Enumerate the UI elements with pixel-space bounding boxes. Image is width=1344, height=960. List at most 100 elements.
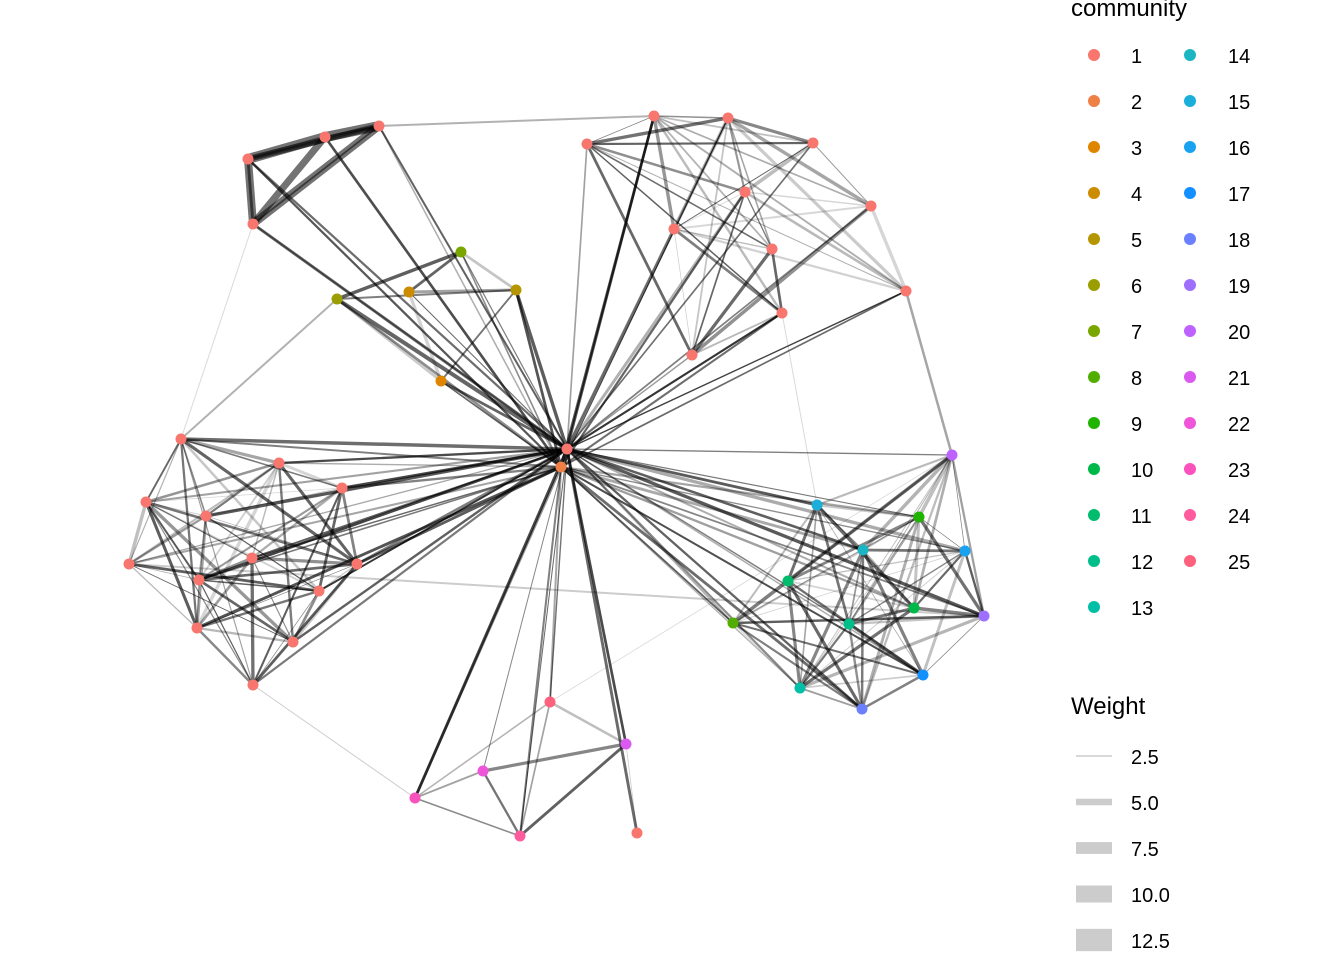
edge (731, 453, 954, 625)
weight-key (1076, 928, 1112, 952)
node-community-8 (727, 617, 739, 629)
edge (653, 115, 907, 292)
edge (323, 135, 563, 469)
weight-legend-title: Weight (1071, 693, 1146, 720)
edge (869, 204, 908, 293)
edge (378, 115, 655, 127)
edge (407, 290, 443, 383)
edge (378, 125, 562, 468)
edge (726, 116, 873, 208)
edge (251, 447, 569, 687)
edge (862, 516, 920, 551)
legend-label: 11 (1131, 506, 1152, 528)
edge (144, 500, 199, 630)
legend-label: 9 (1131, 414, 1142, 436)
edge (559, 465, 925, 677)
edge (799, 550, 966, 689)
edge (731, 621, 864, 711)
community-legend-title: community (1071, 0, 1187, 22)
edge (847, 515, 921, 626)
edge (413, 447, 569, 800)
edge (565, 311, 784, 451)
edge (414, 797, 521, 837)
edge (291, 447, 569, 644)
edge (335, 297, 563, 469)
edge (812, 142, 872, 207)
edge (414, 770, 484, 799)
edge (691, 117, 729, 356)
edge (731, 503, 819, 625)
node-community-20 (946, 449, 958, 461)
edge (250, 556, 255, 687)
edge (549, 454, 953, 703)
legend-key-dot (1088, 325, 1100, 337)
legend-key-dot (1184, 141, 1196, 153)
edge (566, 448, 850, 625)
edge (653, 115, 773, 250)
edge (653, 115, 729, 119)
legend-key-dot (1088, 509, 1100, 521)
node-community-25 (544, 696, 556, 708)
edge (848, 550, 966, 625)
node-community-23 (409, 792, 421, 804)
node-community-10 (908, 602, 920, 614)
edge (559, 190, 747, 469)
node-community-1 (686, 349, 698, 361)
edge (549, 448, 568, 703)
edge (205, 515, 358, 565)
edge (440, 380, 562, 468)
edge (799, 516, 920, 689)
weight-legend: Weight 2.55.07.510.012.5 (1071, 693, 1170, 953)
edge (277, 447, 569, 465)
edge (565, 447, 865, 552)
edge (672, 227, 784, 315)
edge (732, 550, 966, 624)
edge (251, 557, 294, 643)
legend-label: 15 (1228, 92, 1250, 114)
node-community-1 (739, 186, 751, 198)
edge (198, 515, 207, 581)
weight-label: 2.5 (1131, 747, 1159, 769)
weight-key (1076, 755, 1112, 757)
edge (860, 673, 925, 711)
edge (672, 204, 873, 231)
edge (566, 205, 872, 450)
legend-label: 1 (1131, 46, 1142, 68)
edge (781, 312, 818, 506)
legend-label: 2 (1131, 92, 1142, 114)
node-community-1 (246, 552, 258, 564)
node-community-1 (191, 622, 203, 634)
edge (726, 116, 815, 145)
legend-key-dot (1088, 233, 1100, 245)
node-community-1 (668, 223, 680, 235)
legend-key-dot (1088, 463, 1100, 475)
edge (653, 115, 814, 144)
edge (559, 465, 916, 610)
edge (912, 453, 954, 610)
node-community-5 (510, 284, 522, 296)
edge (460, 251, 568, 450)
legend-label: 4 (1131, 184, 1142, 206)
node-community-13 (794, 682, 806, 694)
legend-label: 12 (1131, 552, 1153, 574)
edge (798, 622, 851, 690)
legend-key-dot (1184, 371, 1196, 383)
edge (198, 579, 320, 592)
node-community-1 (561, 443, 573, 455)
edge (144, 461, 281, 504)
edge (179, 437, 281, 465)
edge (566, 448, 920, 518)
weight-label: 5.0 (1131, 793, 1159, 815)
legend-label: 23 (1228, 460, 1250, 482)
legend-key-dot (1088, 49, 1100, 61)
edge (798, 614, 986, 690)
edge (548, 465, 563, 704)
edge (198, 579, 254, 686)
edge (244, 155, 257, 228)
edge (586, 143, 783, 314)
edge (559, 311, 784, 469)
edge (652, 114, 784, 315)
edge (673, 142, 814, 230)
legend-label: 8 (1131, 368, 1142, 390)
edge (585, 116, 730, 146)
